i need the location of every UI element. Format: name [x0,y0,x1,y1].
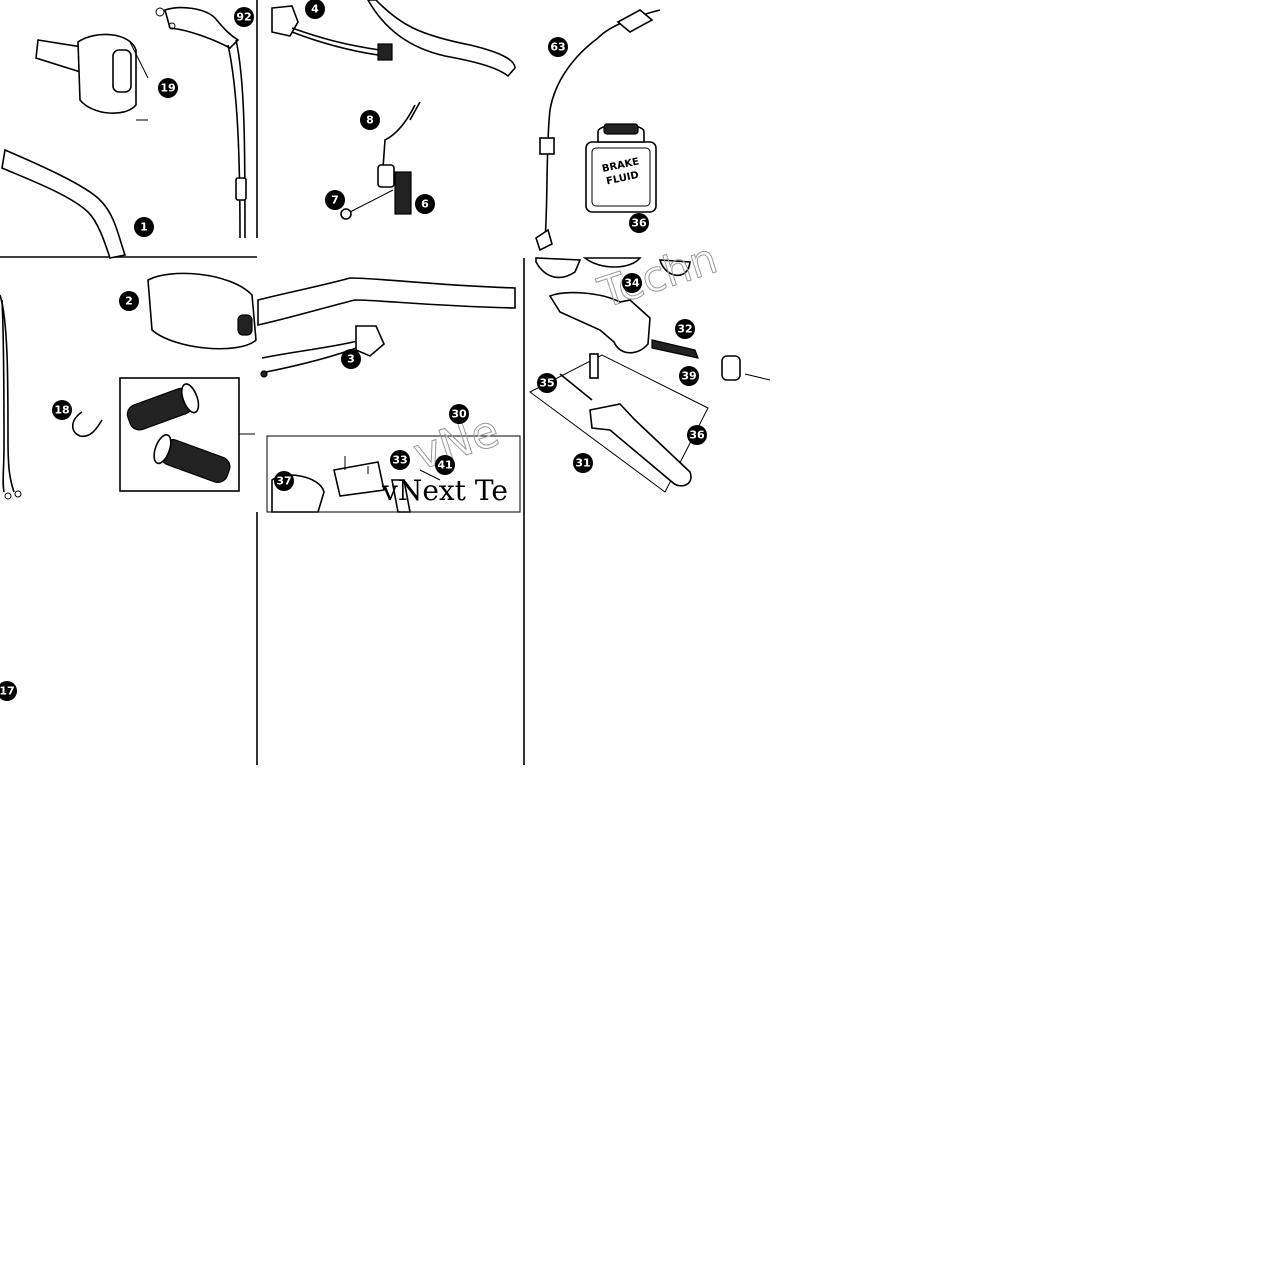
handlebar-grips-icon [119,377,255,492]
svg-text:4: 4 [311,3,319,16]
callout-4: 4 [305,0,325,19]
callout-30: 30 [449,404,469,424]
callout-33: 33 [390,450,410,470]
handlebar-right-part [257,277,516,326]
callout-7: 7 [325,190,345,210]
callout-1: 1 [134,217,154,237]
svg-text:30: 30 [451,408,467,421]
throttle-grip-part [35,33,149,121]
cable-left-part [0,294,22,500]
callout-8: 8 [360,110,380,130]
handlebar-left-part [1,148,127,259]
callout-41: 41 [435,455,455,475]
svg-text:39: 39 [681,370,696,383]
svg-text:19: 19 [160,82,175,95]
cable-tie-18-part [71,411,103,438]
callout-37: 37 [274,471,294,491]
svg-text:36: 36 [631,217,647,230]
callout-31: 31 [573,453,593,473]
svg-text:36: 36 [689,429,705,442]
callout-92: 92 [234,7,254,27]
brake-fluid-can-icon: BRAKE FLUID [585,123,657,213]
throttle-cable-part [155,6,247,239]
svg-text:35: 35 [539,377,554,390]
callout-35: 35 [537,373,557,393]
panel-dividers [0,0,525,765]
switch-4-part [271,5,393,61]
callout-3: 3 [341,349,361,369]
svg-text:18: 18 [54,404,69,417]
svg-text:37: 37 [276,475,291,488]
callout-34: 34 [622,273,642,293]
callout-63: 63 [548,37,568,57]
brake-lever-assembly-part [535,257,771,381]
switch-3-part [260,325,385,378]
callout-17: 17 [0,681,17,701]
svg-text:3: 3 [347,353,355,366]
svg-text:2: 2 [125,295,133,308]
svg-text:34: 34 [624,277,640,290]
svg-text:7: 7 [331,194,339,207]
svg-text:32: 32 [677,323,692,336]
part-callouts: 1 2 3 4 6 7 8 17 18 19 30 31 32 33 34 35… [0,0,707,701]
callout-32: 32 [675,319,695,339]
svg-text:1: 1 [140,221,148,234]
watermark-main: vNext Te [381,474,508,507]
callout-36-fluid: 36 [629,213,649,233]
svg-text:31: 31 [575,457,590,470]
callout-2: 2 [119,291,139,311]
callout-39: 39 [679,366,699,386]
svg-text:41: 41 [437,459,452,472]
handlebar-pad-part [147,272,257,350]
brake-hose-63-part [535,9,661,252]
svg-text:17: 17 [0,685,15,698]
svg-text:8: 8 [366,114,374,127]
svg-text:6: 6 [421,198,429,211]
svg-text:63: 63 [550,41,565,54]
svg-text:92: 92 [236,11,251,24]
callout-6: 6 [415,194,435,214]
watermark-ghost-2: Techn [592,234,723,318]
svg-text:33: 33 [392,454,407,467]
callout-18: 18 [52,400,72,420]
brake-lever-blade-part [529,353,709,493]
callout-36-lever: 36 [687,425,707,445]
handlebar-top-part [367,0,516,78]
kill-switch-6-part [340,101,421,220]
callout-19: 19 [158,78,178,98]
